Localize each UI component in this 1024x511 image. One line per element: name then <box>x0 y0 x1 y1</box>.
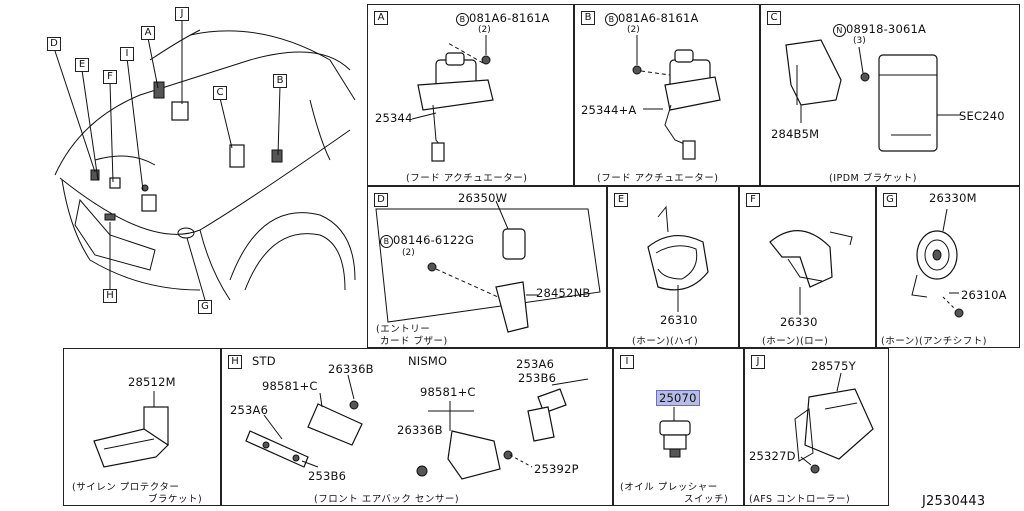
panel-h-p5: 98581+C <box>420 385 476 399</box>
panel-h-drawing <box>245 374 589 480</box>
panel-a-qty: (2) <box>478 25 491 35</box>
panel-h-p6: 26336B <box>397 423 443 437</box>
bolt-b-icon: B <box>605 13 618 26</box>
panel-siren-caption-2: ブラケット) <box>148 494 203 505</box>
panel-j-part-number: 25327D <box>749 449 796 463</box>
panel-h-front-airbag-sensor: H STD NISMO 26336B 98581+C 253A6 253B6 9… <box>221 348 613 506</box>
panel-d-part-number: 28452NB <box>536 286 591 300</box>
panel-f-horn-low: F 26330 (ホーン)(ロー) <box>739 186 876 348</box>
panel-d-tag: D <box>374 193 388 207</box>
panel-c-part-number: 284B5M <box>771 127 820 141</box>
panel-h-p1: 26336B <box>328 362 374 376</box>
panel-b-tag: B <box>581 11 595 25</box>
panel-siren-drawing <box>93 391 169 468</box>
panel-d-drawing <box>375 200 601 333</box>
panel-d-caption-2: カード ブザー) <box>380 336 448 347</box>
overview-tag-i[interactable]: I <box>120 47 134 61</box>
panel-h-p4: 253B6 <box>308 469 347 483</box>
panel-g-part-number: 26310A <box>961 288 1007 302</box>
panel-d-caption-1: (エントリー <box>376 324 431 335</box>
overview-tag-e[interactable]: E <box>75 58 89 72</box>
panel-c-qty: (3) <box>853 36 866 46</box>
panel-h-nismo-label: NISMO <box>408 354 448 368</box>
panel-e-part-number: 26310 <box>660 313 698 327</box>
panel-h-p2: 98581+C <box>262 379 318 393</box>
car-outline <box>53 20 356 301</box>
bolt-b-icon: B <box>456 13 469 26</box>
nut-n-icon: N <box>833 24 846 37</box>
panel-a-caption: (フード アクチュエーター) <box>406 173 528 184</box>
panel-a-tag: A <box>374 11 388 25</box>
overview-tag-f[interactable]: F <box>103 70 117 84</box>
panel-j-drawing <box>794 372 874 474</box>
bolt-b-icon: B <box>380 235 393 248</box>
overview-tag-c[interactable]: C <box>213 86 227 100</box>
panel-j-afs-controller: J 28575Y 25327D (AFS コントローラー) <box>744 348 889 506</box>
panel-c-sec-ref: SEC240 <box>959 109 1005 123</box>
panel-j-caption: (AFS コントローラー) <box>749 494 851 505</box>
panel-c-drawing <box>785 39 961 152</box>
overview-panel: D E F I A J C B H G <box>0 0 366 348</box>
overview-tag-a[interactable]: A <box>141 26 155 40</box>
panel-e-tag: E <box>614 193 628 207</box>
panel-h-p7: 253A6 <box>516 357 555 371</box>
panel-f-caption: (ホーン)(ロー) <box>762 336 829 347</box>
panel-g-drawing <box>911 208 964 318</box>
panel-c-caption: (IPDM ブラケット) <box>829 173 917 184</box>
overview-tag-b[interactable]: B <box>273 74 287 88</box>
overview-tag-j[interactable]: J <box>175 7 189 21</box>
panel-b-qty: (2) <box>627 25 640 35</box>
panel-g-tag: G <box>883 193 897 207</box>
panel-c-tag: C <box>767 11 781 25</box>
panel-h-p8: 253B6 <box>518 371 557 385</box>
panel-i-drawing <box>659 407 691 458</box>
panel-siren-protector-bracket: 28512M (サイレン プロテクター ブラケット) <box>63 348 221 506</box>
panel-f-part-number: 26330 <box>780 315 818 329</box>
panel-d-top-number: 26350W <box>458 191 508 205</box>
panel-i-part-number[interactable]: 25070 <box>656 390 700 406</box>
panel-h-tag: H <box>228 355 242 369</box>
panel-b-part-number: 25344+A <box>581 103 637 117</box>
panel-g-horn-anti-theft: G 26330M 26310A (ホーン)(アンチシフト) <box>876 186 1020 348</box>
panel-h-std-label: STD <box>252 354 276 368</box>
panel-d-qty: (2) <box>402 248 415 258</box>
panel-h-caption: (フロント エアバック センサー) <box>314 494 460 505</box>
panel-h-p9: 25392P <box>534 462 579 476</box>
panel-siren-part-number: 28512M <box>128 375 176 389</box>
panel-i-oil-pressure-switch: I 25070 (オイル プレッシャー スイッチ) <box>613 348 744 506</box>
panel-j-tag: J <box>751 355 765 369</box>
panel-i-caption-2: スイッチ) <box>684 494 729 505</box>
panel-i-caption-1: (オイル プレッシャー <box>620 482 718 493</box>
panel-e-caption: (ホーン)(ハイ) <box>632 336 699 347</box>
diagram-id: J2530443 <box>922 494 986 509</box>
panel-f-tag: F <box>746 193 760 207</box>
panel-a-drawing <box>411 35 494 162</box>
overview-tag-d[interactable]: D <box>47 37 61 51</box>
panel-h-p3: 253A6 <box>230 403 269 417</box>
panel-siren-caption-1: (サイレン プロテクター <box>72 482 180 493</box>
panel-g-top-number: 26330M <box>929 191 977 205</box>
overview-tag-g[interactable]: G <box>198 300 212 314</box>
overview-tag-h[interactable]: H <box>103 289 117 303</box>
panel-i-tag: I <box>620 355 634 369</box>
panel-b-caption: (フード アクチュエーター) <box>597 173 719 184</box>
panel-e-horn-high: E 26310 (ホーン)(ハイ) <box>607 186 739 348</box>
panel-e-drawing <box>647 205 709 312</box>
panel-j-top-number: 28575Y <box>811 359 856 373</box>
panel-a-part-number: 25344 <box>375 111 413 125</box>
panel-f-drawing <box>769 230 853 315</box>
panel-g-caption: (ホーン)(アンチシフト) <box>881 336 987 347</box>
panel-b-drawing <box>632 35 721 160</box>
